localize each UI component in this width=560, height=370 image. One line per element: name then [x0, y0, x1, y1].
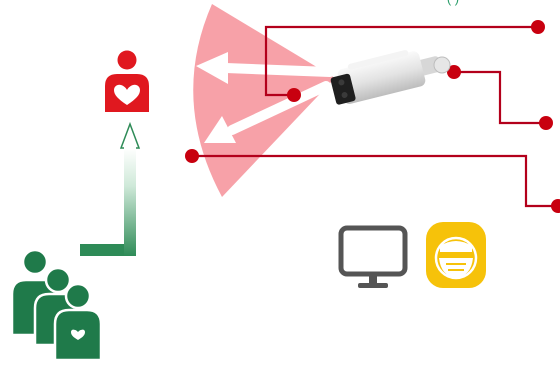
crowd-icon	[12, 250, 101, 360]
face-mask-person-icon	[426, 222, 486, 288]
top-partial-label: ( )	[408, 0, 498, 7]
detection-beam	[193, 4, 335, 197]
connector-dot	[185, 149, 199, 163]
monitor-icon	[341, 228, 405, 288]
connector-dot	[539, 116, 553, 130]
connector-dot	[531, 20, 545, 34]
connector-line-2	[454, 72, 546, 123]
crowd-to-person-arrow	[80, 124, 139, 256]
person-heart-icon	[105, 51, 149, 113]
connector-dot	[551, 199, 560, 213]
connector-dot	[287, 88, 301, 102]
thermal-camera-icon	[328, 47, 450, 107]
